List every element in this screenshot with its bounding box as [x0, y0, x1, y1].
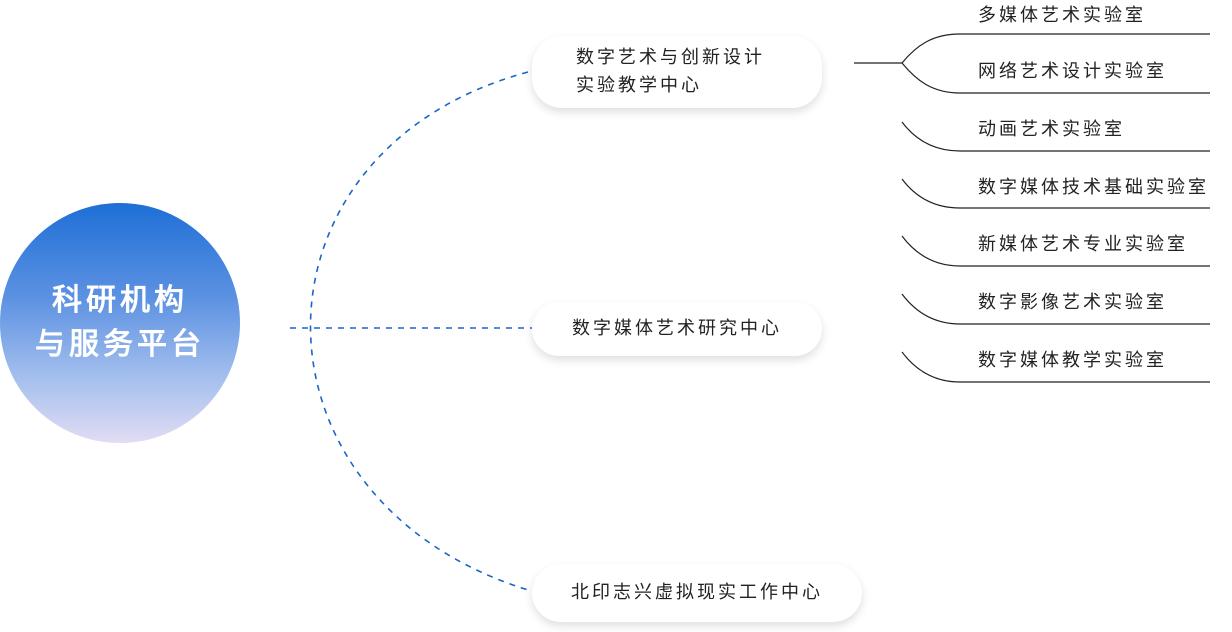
- lab-item-3: 动画艺术实验室: [978, 119, 1125, 140]
- center-node-digital-media-research: 数字媒体艺术研究中心: [532, 302, 822, 356]
- center-node-label: 数字媒体艺术研究中心: [572, 318, 782, 339]
- root-title-line-1: 科研机构: [52, 283, 188, 318]
- lab-underline-7: [901, 351, 1210, 383]
- lab-item-7: 数字媒体教学实验室: [978, 350, 1167, 371]
- bracket-upper: [901, 33, 1210, 64]
- lab-item-2: 网络艺术设计实验室: [978, 61, 1167, 82]
- root-title-line-2: 与服务平台: [35, 327, 205, 362]
- lab-item-6: 数字影像艺术实验室: [978, 292, 1167, 313]
- lab-underline-5: [901, 235, 1210, 267]
- center-node-vr-studio: 北印志兴虚拟现实工作中心: [532, 564, 862, 622]
- center-node-label-line-2: 实验教学中心: [576, 75, 702, 96]
- lab-underline-4: [901, 178, 1210, 209]
- bracket-lower: [901, 62, 1210, 94]
- lab-underline-6: [901, 293, 1210, 325]
- lab-item-5: 新媒体艺术专业实验室: [978, 234, 1188, 255]
- dashed-arc-connector: [309, 71, 529, 591]
- center-node-label: 北印志兴虚拟现实工作中心: [571, 582, 823, 603]
- lab-underline-3: [901, 121, 1210, 152]
- root-node: 科研机构 与服务平台: [0, 203, 240, 443]
- lab-item-4: 数字媒体技术基础实验室: [978, 177, 1209, 198]
- lab-item-1: 多媒体艺术实验室: [978, 5, 1146, 26]
- center-node-digital-art-innovation: 数字艺术与创新设计 实验教学中心: [532, 36, 822, 108]
- center-node-label-line-1: 数字艺术与创新设计: [576, 47, 765, 68]
